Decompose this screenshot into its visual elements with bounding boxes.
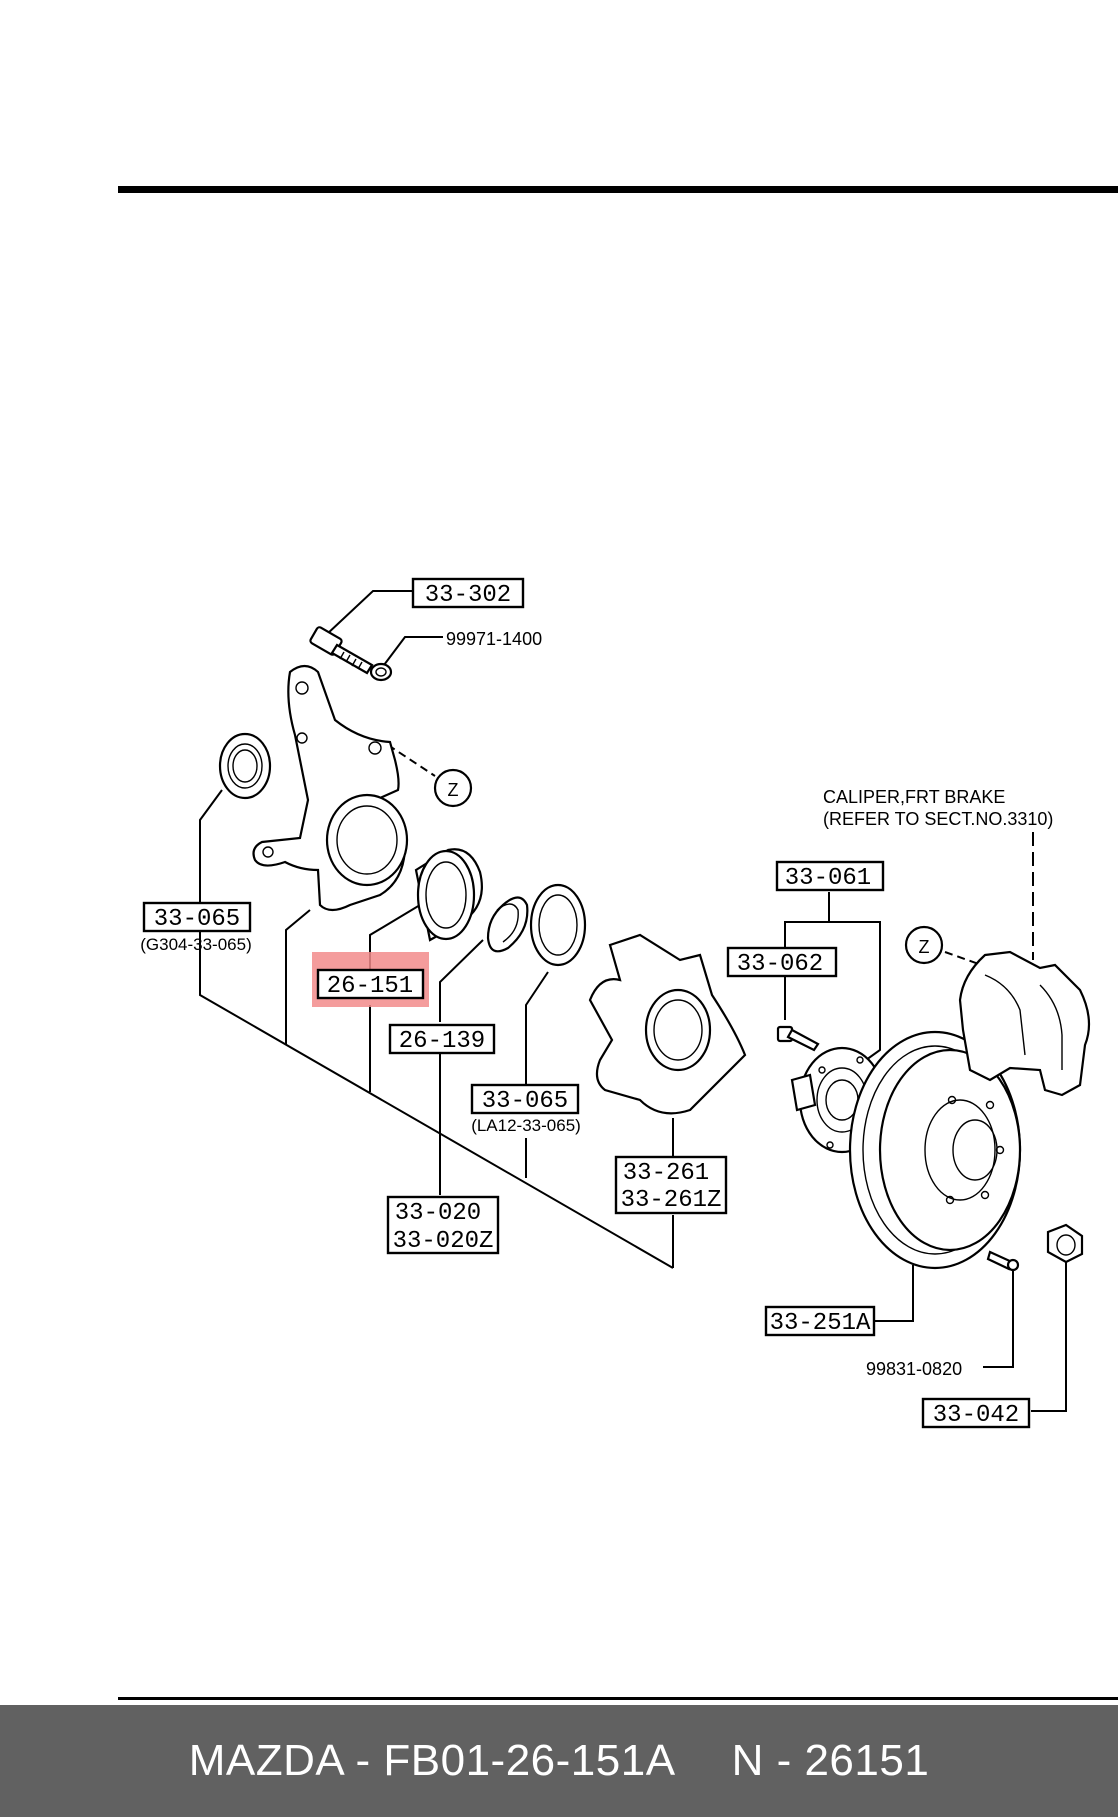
label-33-065-left-sub: (G304-33-065) — [140, 935, 252, 954]
label-99831-0820[interactable]: 99831-0820 — [866, 1359, 962, 1379]
svg-text:33-261: 33-261 — [623, 1160, 709, 1187]
label-33-261[interactable]: 33-261 33-261Z — [614, 1155, 728, 1215]
footer-bar: MAZDA - FB01-26-151A N - 26151 — [0, 1705, 1118, 1817]
svg-text:33-302: 33-302 — [425, 582, 511, 609]
svg-text:Z: Z — [448, 780, 459, 800]
z-marker-right: Z — [904, 925, 944, 965]
svg-text:26-151: 26-151 — [327, 973, 413, 1000]
label-33-065-left[interactable]: 33-065 — [142, 901, 252, 933]
z-marker-left: Z — [433, 768, 473, 808]
footer-part-number: MAZDA - FB01-26-151A — [188, 1736, 676, 1785]
svg-text:33-020Z: 33-020Z — [393, 1228, 494, 1255]
svg-text:33-061: 33-061 — [785, 865, 871, 892]
svg-text:33-065: 33-065 — [154, 906, 240, 933]
svg-text:CALIPER,FRT BRAKE: CALIPER,FRT BRAKE — [823, 787, 1005, 807]
label-99971-1400[interactable]: 99971-1400 — [446, 629, 542, 649]
washer-99971-1400 — [369, 662, 393, 682]
label-33-020[interactable]: 33-020 33-020Z — [386, 1195, 500, 1255]
label-33-061[interactable]: 33-061 — [775, 860, 885, 892]
nut-33-042 — [1046, 1223, 1084, 1264]
parts-diagram: Z Z 33-302 99971-1400 33-065 (G304-33-06… — [118, 186, 1118, 1700]
caliper — [958, 950, 1091, 1097]
dust-shield-33-261 — [588, 933, 747, 1115]
svg-text:33-062: 33-062 — [737, 951, 823, 978]
snap-ring-26-139 — [486, 896, 529, 953]
svg-text:33-251A: 33-251A — [770, 1310, 871, 1337]
screw-99831-0820 — [986, 1250, 1020, 1272]
svg-text:33-261Z: 33-261Z — [621, 1187, 722, 1214]
footer-reference-number: N - 26151 — [731, 1736, 930, 1785]
svg-text:33-042: 33-042 — [933, 1402, 1019, 1429]
label-33-302[interactable]: 33-302 — [411, 577, 525, 609]
label-26-139[interactable]: 26-139 — [388, 1023, 496, 1055]
label-33-065-right-sub: (LA12-33-065) — [471, 1116, 581, 1135]
svg-text:26-139: 26-139 — [399, 1028, 485, 1055]
label-caliper-note[interactable]: CALIPER,FRT BRAKE (REFER TO SECT.NO.3310… — [823, 787, 1053, 829]
seal-33-065-left — [218, 732, 272, 800]
label-33-065-right[interactable]: 33-065 — [470, 1083, 580, 1115]
svg-text:(REFER TO SECT.NO.3310): (REFER TO SECT.NO.3310) — [823, 809, 1053, 829]
svg-text:Z: Z — [919, 937, 930, 957]
knuckle — [252, 664, 409, 912]
svg-text:33-065: 33-065 — [482, 1088, 568, 1115]
leader-lines — [199, 590, 1067, 1412]
label-33-042[interactable]: 33-042 — [921, 1397, 1031, 1429]
bolt-33-302 — [309, 626, 374, 675]
bolt-33-062 — [776, 1025, 820, 1052]
label-33-251a[interactable]: 33-251A — [764, 1305, 876, 1337]
seal-33-065-right — [529, 883, 587, 967]
bottom-rule — [118, 1697, 1118, 1700]
label-26-151-highlighted[interactable]: 26-151 — [312, 952, 429, 1007]
svg-text:33-020: 33-020 — [395, 1200, 481, 1227]
label-33-062[interactable]: 33-062 — [726, 946, 838, 978]
bearing-26-151 — [414, 848, 483, 942]
disc-33-251a — [848, 1030, 1022, 1270]
top-rule — [118, 186, 1118, 193]
